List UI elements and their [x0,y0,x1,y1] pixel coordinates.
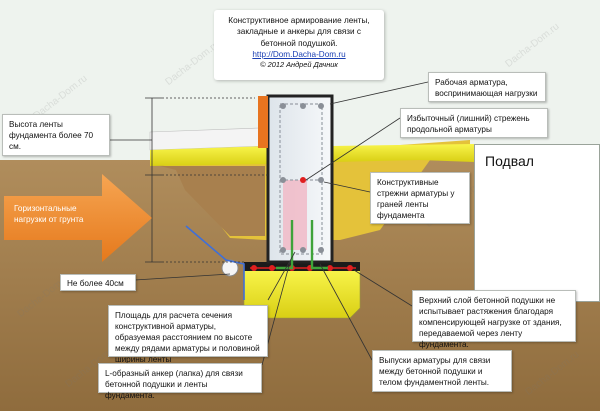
copyright: © 2012 Андрей Дачник [260,60,338,70]
title-line-2: закладные и анкеры для связи с [237,27,361,37]
site-link[interactable]: http://Dom.Dacha-Dom.ru [252,49,346,59]
title-line-3: бетонной подушкой. [260,38,338,48]
rebar-outlets-callout: Выпуски арматуры для связи между бетонно… [372,350,512,392]
cushion-top-black [244,262,360,271]
wall-insulation [258,96,268,148]
yellow-layer-left [150,146,268,166]
basement-box: Подвал [474,144,600,302]
max-40cm-callout: Не более 40см [60,274,136,291]
working-rebar-callout: Рабочая арматура, воспринимающая нагрузк… [428,72,546,102]
height-callout: Высота ленты фундамента более 70 см. [2,114,110,156]
top-layer-callout: Верхний слой бетонной подушки не испытыв… [412,290,576,349]
horizontal-load-label: Горизонтальные нагрузки от грунта [14,204,84,225]
title-card: Конструктивное армирование ленты, заклад… [214,10,384,80]
anchor-callout: L-образный анкер (лапка) для связи бетон… [98,363,262,400]
sand-left [160,166,265,236]
calc-area [283,180,307,250]
title-line-1: Конструктивное армирование ленты, [228,16,370,25]
calc-area-callout: Площадь для расчета сечения конструктивн… [108,305,268,364]
excess-rod [300,177,306,183]
excess-rod-callout: Избыточный (лишний) стрежень продольной … [400,108,548,138]
yellow-layer-right [332,144,474,162]
drain-pipe [221,259,239,277]
basement-label: Подвал [485,153,534,169]
horizontal-load-arrow [4,174,152,262]
constructive-rods-callout: Конструктивные стрежни арматуры у граней… [370,172,470,224]
